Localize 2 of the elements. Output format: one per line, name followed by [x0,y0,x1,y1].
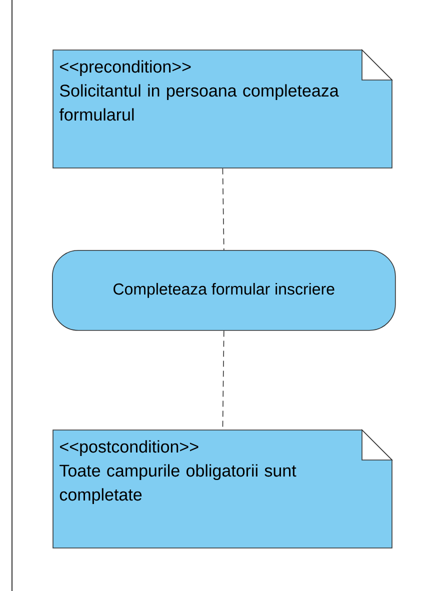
action-box: Completeaza formular inscriere [52,250,396,331]
connector-line [222,168,224,250]
